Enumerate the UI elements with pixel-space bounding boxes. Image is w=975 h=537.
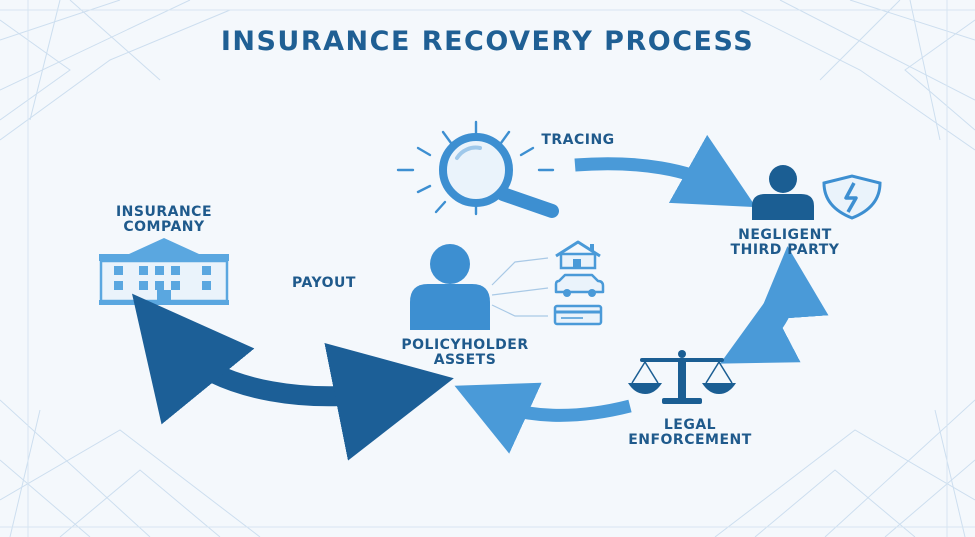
label-negligent-third-party: NEGLIGENT THIRD PARTY xyxy=(715,228,855,258)
scales-icon xyxy=(628,350,736,404)
label-policyholder-assets: POLICYHOLDER ASSETS xyxy=(380,338,550,368)
label-tracing: TRACING xyxy=(528,133,628,148)
label-legal-line2: ENFORCEMENT xyxy=(628,432,752,448)
label-negligent-line1: NEGLIGENT xyxy=(738,227,832,243)
diagram-title: INSURANCE RECOVERY PROCESS xyxy=(220,26,755,57)
label-payout: PAYOUT xyxy=(274,276,374,291)
arrow-tracing-to-third-party xyxy=(574,134,756,208)
house-icon xyxy=(555,240,601,270)
label-policyholder-line1: POLICYHOLDER xyxy=(401,337,529,353)
label-insurance-line1: INSURANCE xyxy=(115,204,213,220)
label-insurance-line2: COMPANY xyxy=(123,219,205,235)
label-legal-enforcement: LEGAL ENFORCEMENT xyxy=(610,418,770,448)
arrow-third-party-legal xyxy=(720,246,829,364)
label-negligent-line2: THIRD PARTY xyxy=(730,242,840,258)
card-icon xyxy=(553,304,603,326)
arrow-legal-to-assets xyxy=(454,382,632,454)
person-icon-policyholder xyxy=(410,244,490,330)
label-tracing-text: TRACING xyxy=(541,132,615,148)
building-icon xyxy=(99,238,229,305)
magnifier-icon xyxy=(396,120,559,218)
label-legal-line1: LEGAL xyxy=(663,417,717,433)
arrow-payout xyxy=(131,293,454,461)
label-payout-text: PAYOUT xyxy=(292,275,356,291)
car-icon xyxy=(554,273,605,297)
label-policyholder-line2: ASSETS xyxy=(433,352,497,368)
asset-connectors xyxy=(491,257,549,317)
person-icon-third-party xyxy=(752,165,814,220)
label-insurance-company: INSURANCE COMPANY xyxy=(89,205,239,235)
shield-icon xyxy=(822,174,882,220)
